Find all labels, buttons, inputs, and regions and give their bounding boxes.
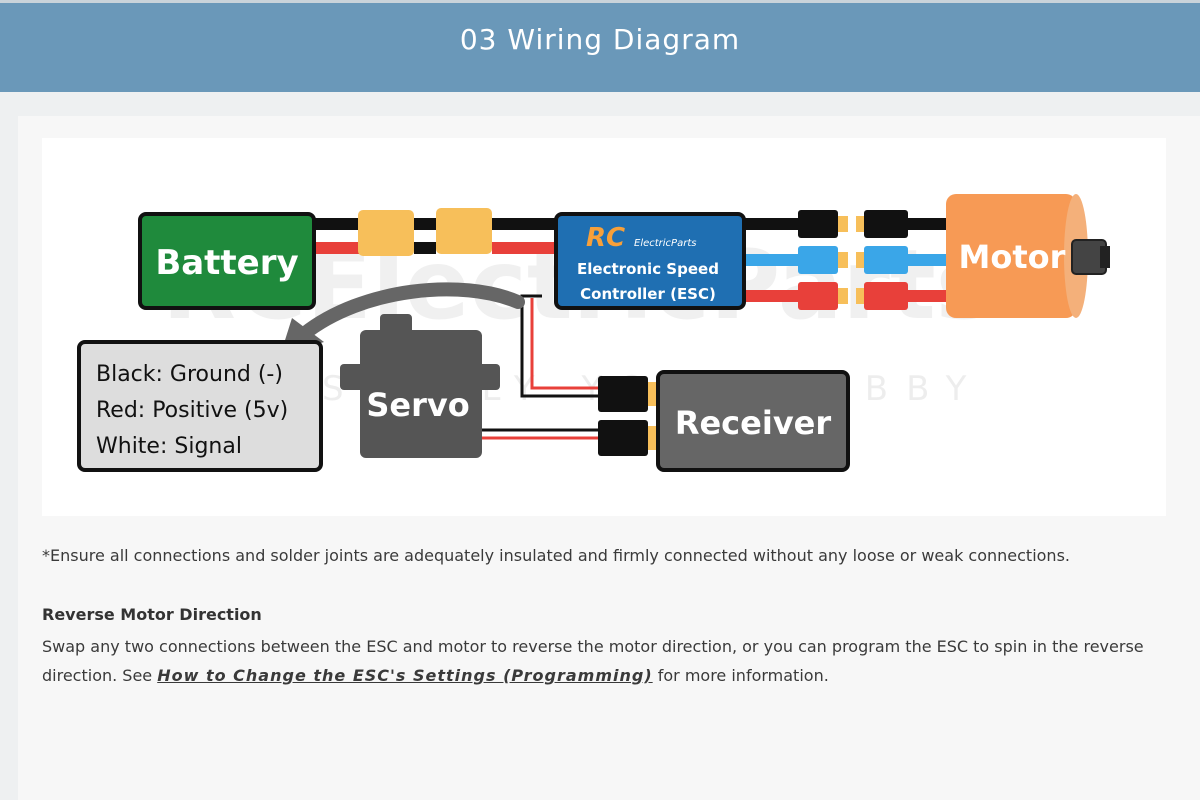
motor-wire-b [744,254,814,266]
esc-box [554,212,746,310]
battery-connector [358,210,414,256]
esc-label-line1: Electronic Speed [577,260,719,278]
battery-box [138,212,316,310]
motor-label: Motor [959,238,1066,276]
section-text-before: Swap any two connections between the ESC… [42,637,1144,685]
esc-logo-rc: RC [586,223,625,253]
receiver-connector-servo [598,420,648,456]
servo-body [360,330,482,458]
receiver-box [656,370,850,472]
legend-line-3: White: Signal [96,434,242,459]
insulation-note: *Ensure all connections and solder joint… [42,546,1070,565]
legend-line-2: Red: Positive (5v) [96,398,288,423]
receiver-connector-esc [598,376,648,412]
motor-wire-a [744,218,814,230]
motor-body [946,194,1076,318]
servo-label: Servo [366,386,469,424]
esc-label-line2: Controller (ESC) [580,285,716,303]
motor-wire-c [744,290,814,302]
battery-label: Battery [155,243,298,283]
esc-logo-brand: ElectricParts [634,238,696,249]
page-header: 03 Wiring Diagram [0,0,1200,92]
esc-battery-connector [436,208,492,254]
receiver-label: Receiver [675,404,832,442]
section-heading: Reverse Motor Direction [42,605,262,624]
legend-box [77,340,323,472]
section-paragraph: Swap any two connections between the ESC… [42,632,1162,690]
esc-programming-link[interactable]: How to Change the ESC's Settings (Progra… [157,666,653,685]
battery-wire-red [312,242,372,254]
battery-wire-black [312,218,372,230]
legend-line-1: Black: Ground (-) [96,362,283,387]
page-title: 03 Wiring Diagram [459,23,741,56]
arrow-curve [297,282,525,341]
section-text-after: for more information. [652,666,829,685]
